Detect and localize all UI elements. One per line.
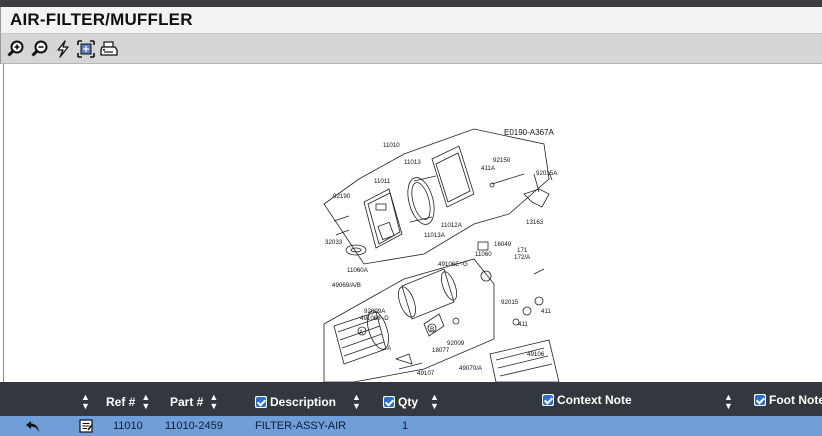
diagram-label: 92015 <box>501 299 519 306</box>
cell-part-number: 11010-2459 <box>165 420 223 432</box>
parts-grid-header: ▲▼ Ref # ▲▼ Part # ▲▼ Description ▲▼ Qty… <box>0 382 822 416</box>
back-arrow-icon[interactable] <box>25 418 41 434</box>
window-top-border <box>0 0 822 7</box>
diagram-label: 49070/A <box>459 365 483 372</box>
diagram-label: 11011 <box>374 178 391 185</box>
diagram-label: 92190 <box>333 193 351 200</box>
page-title: AIR-FILTER/MUFFLER <box>10 10 193 29</box>
column-context-note[interactable]: Context Note <box>542 393 632 407</box>
diagram-label: 411 <box>541 308 551 315</box>
diagram-label: 16049 <box>494 241 512 248</box>
diagram-label: 11013A <box>424 232 446 239</box>
diagram-label: 92009 <box>447 340 465 347</box>
diagram-label: 411 <box>518 321 528 328</box>
diagram-label: A <box>359 329 364 336</box>
diagram-label: 49106E~G <box>438 261 468 268</box>
diagram-label: 49107 <box>417 370 435 377</box>
zoom-out-icon[interactable] <box>31 40 49 58</box>
sort-icon[interactable]: ▲▼ <box>352 392 361 411</box>
description-checkbox[interactable] <box>255 396 267 408</box>
toolbar <box>0 34 822 64</box>
column-ref-label: Ref # <box>106 395 136 409</box>
diagram-label: 11010 <box>383 142 400 149</box>
cell-qty: 1 <box>402 420 409 432</box>
column-qty-label: Qty <box>398 395 419 409</box>
foot-note-checkbox[interactable] <box>754 394 766 406</box>
notes-icon[interactable] <box>78 418 94 434</box>
qty-checkbox[interactable] <box>383 396 395 408</box>
diagram-label: 92150 <box>493 157 511 164</box>
diagram-label: 491068~D <box>360 315 389 322</box>
diagram-label: 172/A <box>514 254 531 261</box>
cell-ref: 11010 <box>113 420 143 432</box>
zoom-in-icon[interactable] <box>7 40 25 58</box>
diagram-label: 13163 <box>526 219 544 226</box>
column-description-label: Description <box>270 395 337 409</box>
exploded-parts-diagram: E0190-A367A 11010 11013 11011 92190 3203… <box>323 128 560 382</box>
title-bar: AIR-FILTER/MUFFLER <box>0 7 822 34</box>
parts-diagram-viewer[interactable]: E0190-A367A 11010 11013 11011 92190 3203… <box>3 64 822 382</box>
diagram-label: 171 <box>517 247 528 254</box>
column-description[interactable]: Description ▲▼ <box>255 393 361 411</box>
diagram-label: 11060A <box>347 267 369 274</box>
diagram-label: A <box>387 345 392 352</box>
diagram-label: 49069/A/B <box>332 282 361 289</box>
diagram-label: 92009A <box>364 308 386 315</box>
diagram-label: 11060 <box>475 251 492 258</box>
sort-icon[interactable]: ▲▼ <box>724 392 733 411</box>
diagram-label: 411A <box>481 165 496 172</box>
sort-icon[interactable]: ▲▼ <box>209 392 219 411</box>
print-icon[interactable] <box>100 40 118 58</box>
diagram-code: E0190-A367A <box>504 128 554 137</box>
diagram-label: 92015A <box>536 170 558 177</box>
fit-view-icon[interactable] <box>77 40 95 58</box>
table-row[interactable]: 11010 11010-2459 FILTER-ASSY-AIR 1 <box>0 416 822 436</box>
diagram-label: 11013 <box>404 159 421 166</box>
lightning-icon[interactable] <box>54 40 72 58</box>
diagram-label: 49106 <box>527 351 545 358</box>
sort-icon[interactable]: ▲▼ <box>141 392 151 411</box>
context-note-checkbox[interactable] <box>542 394 554 406</box>
diagram-label: 18077 <box>432 347 450 354</box>
diagram-label: B <box>430 326 434 333</box>
sort-icon[interactable]: ▲▼ <box>81 392 90 411</box>
cell-description: FILTER-ASSY-AIR <box>255 420 347 432</box>
column-part-label: Part # <box>170 395 204 409</box>
column-context-note-label: Context Note <box>557 393 632 407</box>
column-foot-note[interactable]: Foot Note <box>754 393 822 407</box>
diagram-label: 32033 <box>325 239 343 246</box>
column-qty[interactable]: Qty ▲▼ <box>383 393 439 411</box>
diagram-label: 11012A <box>441 222 463 229</box>
sort-icon[interactable]: ▲▼ <box>430 392 439 411</box>
column-foot-note-label: Foot Note <box>769 393 822 407</box>
column-ref[interactable]: Ref # ▲▼ <box>106 393 150 411</box>
column-part[interactable]: Part # ▲▼ <box>170 393 218 411</box>
